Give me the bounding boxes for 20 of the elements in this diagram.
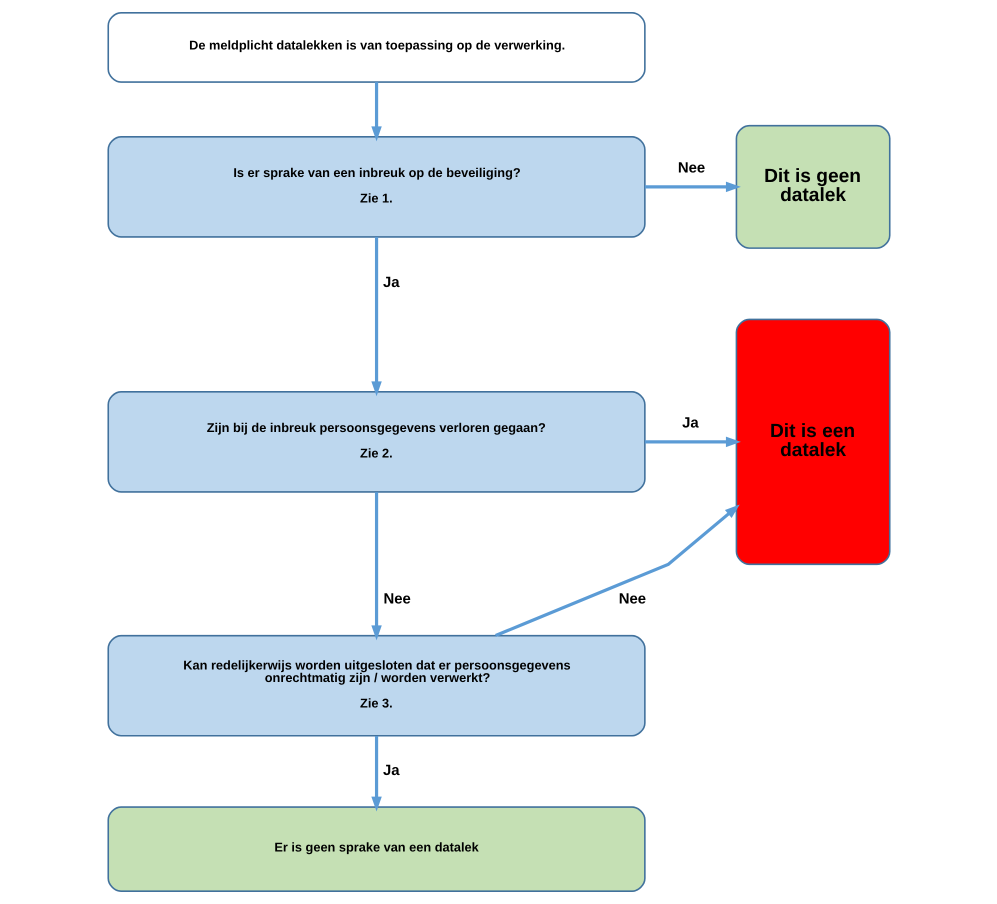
edge-label: Ja — [382, 762, 400, 779]
node-box: Kan redelijkerwijs worden uitgesloten dat er persoonsgegevens onrechtmatig zijn / worden verwerkt? Zie 3. — [106, 634, 646, 737]
arrow — [644, 436, 740, 448]
edge-label: Nee — [677, 160, 705, 177]
arrow — [370, 237, 382, 396]
arrow — [370, 736, 382, 812]
arrow — [494, 504, 740, 637]
arrow — [370, 82, 382, 142]
edge-label: Ja — [382, 275, 400, 292]
node-box: Is er sprake van een inbreuk op de beveiliging? Zie 1. — [106, 136, 646, 238]
node-box: Dit is geen datalek — [735, 124, 890, 249]
node-box: Zijn bij de inbreuk persoonsgegevens verloren gegaan? Zie 2. — [106, 391, 646, 493]
arrow — [644, 182, 740, 192]
edge-label: Ja — [682, 416, 698, 432]
node-box: Er is geen sprake van een datalek — [106, 806, 646, 892]
arrow — [370, 492, 382, 640]
node-box: Dit is een datalek — [735, 318, 890, 566]
edge-label: Nee — [382, 591, 410, 608]
edge-label: Nee — [618, 591, 646, 608]
node-box: De meldplicht datalekken is van toepassing op de verwerking. — [106, 12, 646, 83]
